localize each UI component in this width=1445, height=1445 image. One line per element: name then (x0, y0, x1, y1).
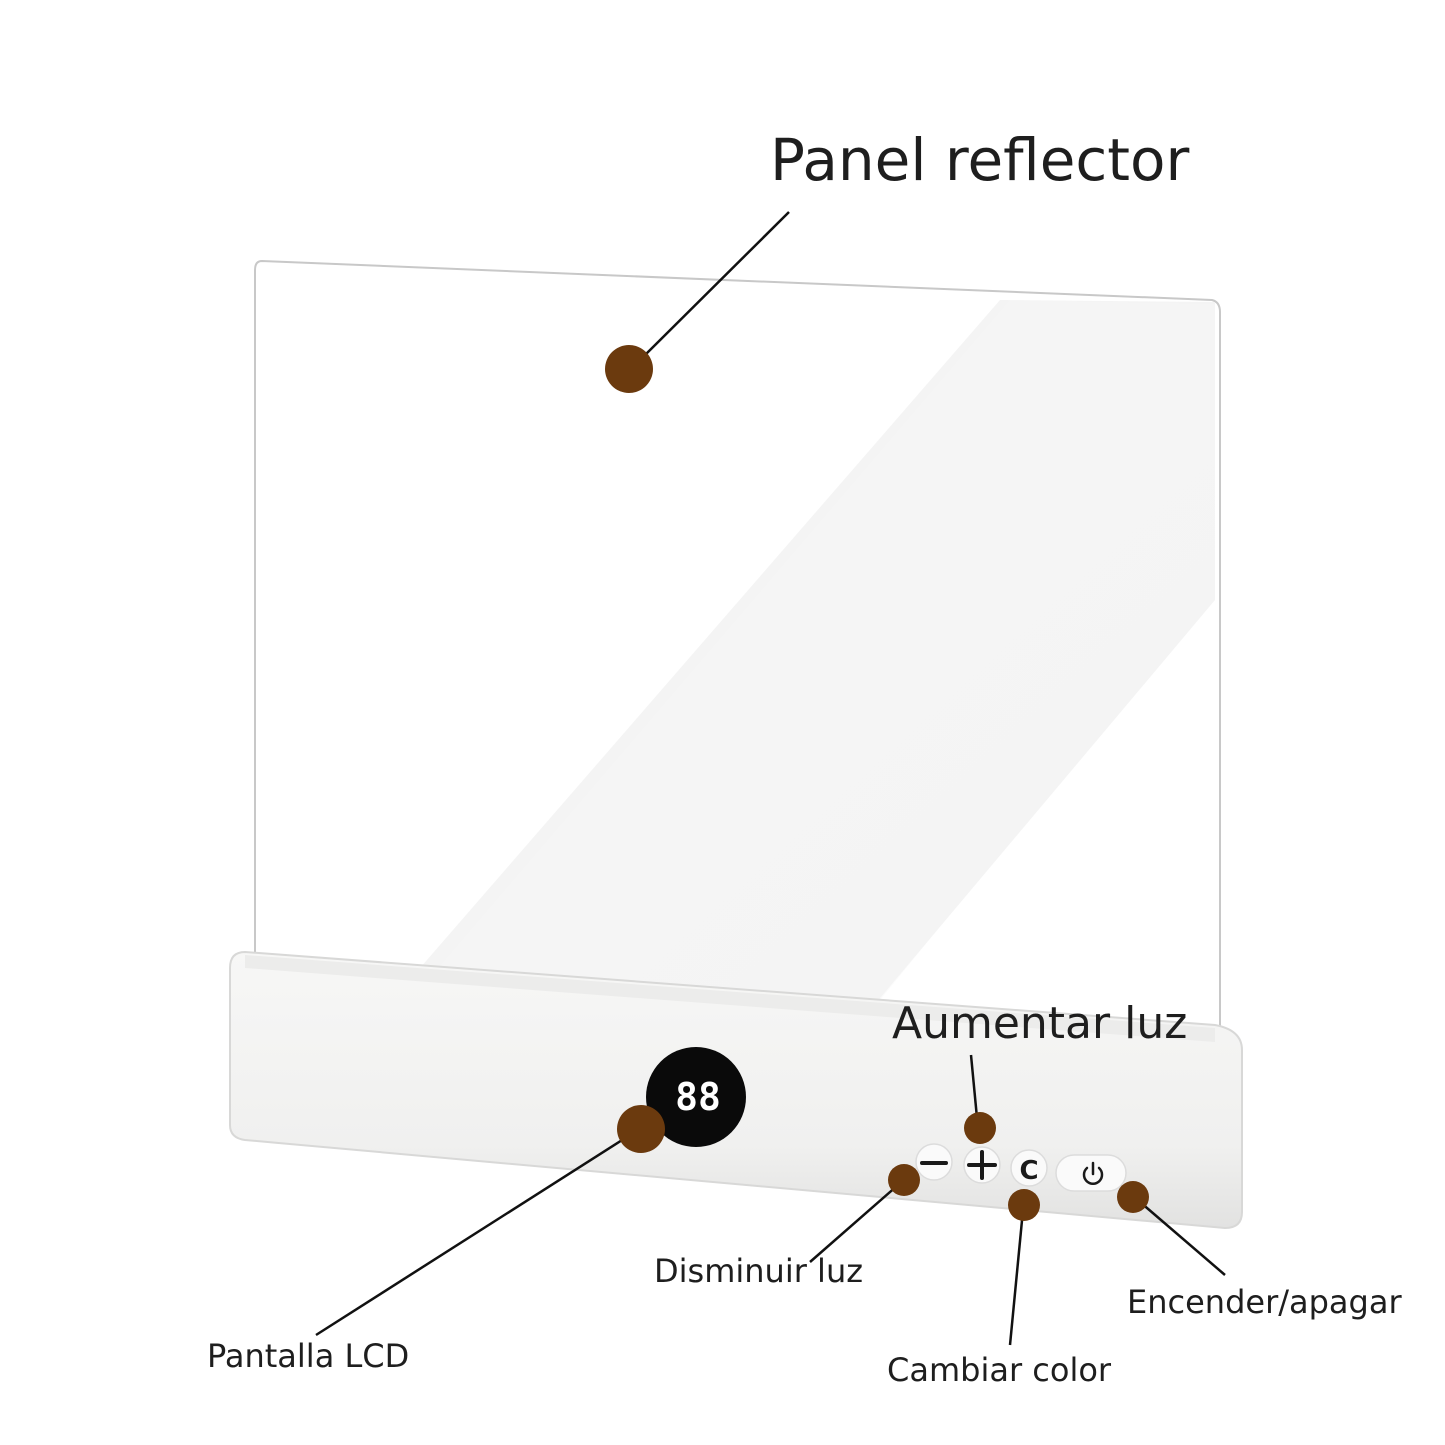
color-c-icon: C (1019, 1156, 1038, 1186)
label-encender-apagar: Encender/apagar (1127, 1283, 1402, 1321)
reflector-panel (254, 259, 1221, 1032)
lcd-readout: 88 (675, 1075, 721, 1119)
power-icon (1082, 1166, 1104, 1185)
color-button[interactable]: C (1010, 1149, 1048, 1187)
leader-lines (315, 211, 1226, 1346)
marker-disminuir-luz (888, 1164, 920, 1196)
label-pantalla-lcd: Pantalla LCD (207, 1337, 409, 1375)
label-cambiar-color: Cambiar color (887, 1351, 1112, 1389)
plus-button[interactable] (963, 1146, 1001, 1184)
leader-panel-reflector (639, 211, 790, 361)
leader-pantalla-lcd (315, 1133, 631, 1337)
marker-panel-reflector (605, 345, 653, 393)
label-aumentar-luz: Aumentar luz (892, 998, 1187, 1049)
marker-aumentar-luz (964, 1112, 996, 1144)
power-button[interactable] (1055, 1154, 1127, 1192)
minus-button[interactable] (915, 1143, 953, 1181)
marker-pantalla-lcd (617, 1105, 665, 1153)
callout-markers (605, 345, 1149, 1221)
leader-aumentar-luz (969, 1054, 979, 1119)
leader-cambiar-color (1008, 1209, 1025, 1346)
lcd-screen: 88 (646, 1047, 746, 1147)
marker-encender-apagar (1117, 1181, 1149, 1213)
marker-cambiar-color (1008, 1189, 1040, 1221)
leader-disminuir-luz (809, 1184, 899, 1263)
label-disminuir-luz: Disminuir luz (654, 1252, 863, 1290)
label-panel-reflector: Panel reflector (770, 126, 1189, 194)
leader-encender-apagar (1139, 1201, 1226, 1276)
